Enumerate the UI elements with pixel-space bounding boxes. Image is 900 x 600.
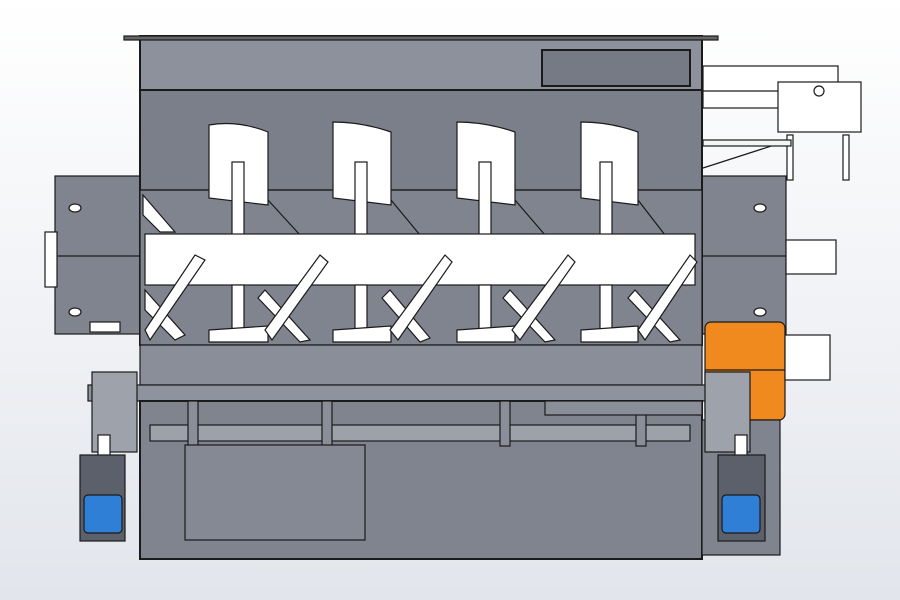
left-motor — [79, 371, 138, 542]
inspection-panel — [184, 444, 366, 541]
frame-rail — [87, 384, 721, 402]
right-end-block — [699, 175, 787, 335]
paddle — [456, 121, 546, 241]
motor — [721, 494, 761, 534]
motor — [83, 494, 123, 534]
lower-paddles — [144, 254, 698, 343]
paddle — [208, 122, 301, 241]
top-right-bracket — [702, 65, 862, 181]
paddle — [580, 121, 666, 241]
drive-shaft — [149, 424, 691, 442]
agitator-shaft — [144, 233, 696, 286]
paddles — [142, 121, 666, 241]
paddle — [332, 121, 421, 241]
nameplate — [541, 49, 691, 87]
right-shaft-end — [785, 239, 837, 275]
right-motor — [704, 371, 766, 542]
left-end-block — [54, 175, 141, 335]
